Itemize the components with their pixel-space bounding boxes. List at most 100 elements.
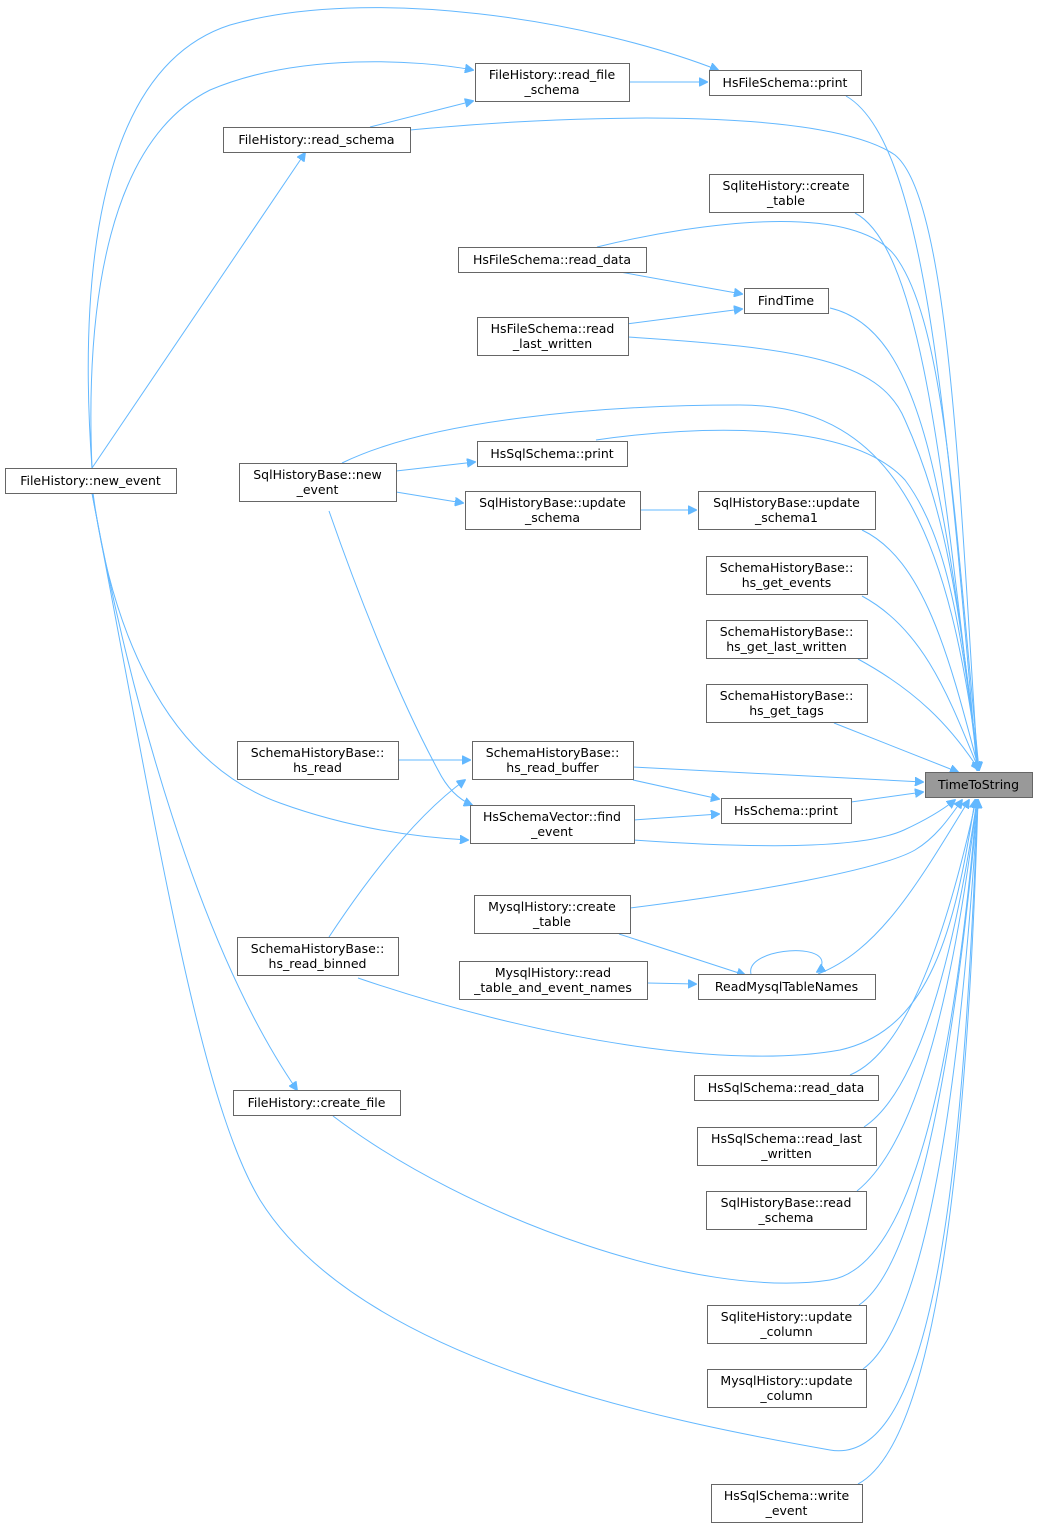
node-label: _event	[530, 824, 573, 839]
edge-fh-new-event-to-fh-read-schema	[91, 153, 305, 469]
edge-fh-new-event-to-fh-read-file-schema	[90, 61, 473, 469]
node-label: TimeToString	[937, 777, 1019, 792]
node-fh-new-event[interactable]: FileHistory::new_event	[5, 468, 177, 494]
node-box	[706, 684, 868, 723]
node-label: _table	[766, 193, 805, 208]
edge-shb-update-schema1-to-root	[861, 529, 979, 770]
node-box	[459, 961, 648, 1000]
node-label: SqlHistoryBase::read	[721, 1195, 852, 1210]
node-label: _event	[765, 1503, 808, 1518]
node-read-mysql-table-names[interactable]: ReadMysqlTableNames	[698, 974, 876, 1000]
node-box	[711, 1484, 863, 1523]
node-box	[706, 620, 868, 659]
node-shb-new-event[interactable]: SqlHistoryBase::new_event	[239, 463, 397, 502]
node-hss-write-event[interactable]: HsSqlSchema::write_event	[711, 1484, 863, 1523]
node-mysql-create-table[interactable]: MysqlHistory::create_table	[474, 895, 631, 934]
node-box	[5, 468, 177, 494]
edge-mysql-create-table-to-root	[629, 800, 962, 909]
node-label: HsSqlSchema::print	[490, 446, 613, 461]
edge-hfs-read-last-written-to-findtime	[625, 309, 742, 325]
node-box	[237, 937, 399, 976]
node-hsv-find-event[interactable]: HsSchemaVector::find_event	[470, 805, 635, 844]
node-hs-print[interactable]: HsSchema::print	[721, 798, 852, 824]
node-findtime[interactable]: FindTime	[744, 288, 829, 314]
node-label: hs_get_tags	[749, 703, 823, 718]
node-label: SchemaHistoryBase::	[720, 688, 854, 703]
node-fh-read-schema[interactable]: FileHistory::read_schema	[223, 127, 411, 153]
node-box	[477, 441, 628, 467]
node-schb-hs-get-tags[interactable]: SchemaHistoryBase::hs_get_tags	[706, 684, 868, 723]
node-label: SchemaHistoryBase::	[720, 624, 854, 639]
node-root[interactable]: TimeToString	[925, 772, 1033, 798]
node-label: hs_read_binned	[269, 956, 367, 971]
node-label: FindTime	[758, 293, 815, 308]
node-hfs-read-last-written[interactable]: HsFileSchema::read_last_written	[477, 317, 629, 356]
node-schb-hs-read-binned[interactable]: SchemaHistoryBase::hs_read_binned	[237, 937, 399, 976]
node-box	[709, 174, 864, 213]
node-box	[744, 288, 829, 314]
node-shb-read-schema[interactable]: SqlHistoryBase::read_schema	[706, 1191, 867, 1230]
node-label: ReadMysqlTableNames	[715, 979, 858, 994]
node-box	[706, 1191, 867, 1230]
node-box	[698, 491, 876, 530]
node-hss-print[interactable]: HsSqlSchema::print	[477, 441, 628, 467]
node-box	[707, 1305, 867, 1344]
node-schb-hs-get-last-written[interactable]: SchemaHistoryBase::hs_get_last_written	[706, 620, 868, 659]
node-schb-hs-read-buffer[interactable]: SchemaHistoryBase::hs_read_buffer	[472, 741, 634, 780]
edge-hfs-read-data-to-root	[596, 221, 979, 770]
edge-sqlite-update-column-to-root	[858, 800, 978, 1306]
node-box	[458, 247, 647, 273]
node-label: hs_read	[293, 760, 342, 775]
node-label: _schema	[524, 510, 580, 525]
node-label: _schema1	[754, 510, 818, 525]
edge-schb-hs-read-buffer-to-root	[632, 766, 923, 782]
edge-fh-new-event-to-hfs-print	[87, 7, 718, 469]
node-label: FileHistory::new_event	[20, 473, 161, 488]
node-label: HsSchemaVector::find	[483, 809, 621, 824]
node-fh-read-file-schema[interactable]: FileHistory::read_file_schema	[475, 63, 630, 102]
node-label: HsFileSchema::read	[491, 321, 615, 336]
node-schb-hs-read[interactable]: SchemaHistoryBase::hs_read	[237, 741, 399, 780]
node-label: MysqlHistory::read	[495, 965, 611, 980]
node-hss-read-last-written[interactable]: HsSqlSchema::read_last_written	[697, 1127, 877, 1166]
node-fh-create-file[interactable]: FileHistory::create_file	[233, 1090, 401, 1116]
node-hfs-read-data[interactable]: HsFileSchema::read_data	[458, 247, 647, 273]
node-label: _column	[759, 1388, 812, 1403]
node-mysql-read-table-event[interactable]: MysqlHistory::read_table_and_event_names	[459, 961, 648, 1000]
node-schb-hs-get-events[interactable]: SchemaHistoryBase::hs_get_events	[706, 556, 868, 595]
node-label: SqlHistoryBase::update	[713, 495, 860, 510]
node-sqlite-update-column[interactable]: SqliteHistory::update_column	[707, 1305, 867, 1344]
node-hfs-print[interactable]: HsFileSchema::print	[709, 70, 862, 96]
node-label: HsFileSchema::read_data	[473, 252, 631, 267]
node-label: FileHistory::read_schema	[238, 132, 394, 147]
node-box	[465, 491, 641, 530]
node-label: SchemaHistoryBase::	[251, 745, 385, 760]
edge-mysql-read-table-event-to-read-mysql-table-names	[646, 983, 696, 984]
edge-hsv-find-event-to-hs-print	[633, 814, 719, 821]
node-mysql-update-column[interactable]: MysqlHistory::update_column	[707, 1369, 867, 1408]
node-box	[707, 1369, 867, 1408]
node-hss-read-data[interactable]: HsSqlSchema::read_data	[694, 1075, 879, 1101]
nodes: TimeToStringFileHistory::new_eventFileHi…	[5, 63, 1033, 1523]
node-sqlite-create-table[interactable]: SqliteHistory::create_table	[709, 174, 864, 213]
node-label: FileHistory::read_file	[489, 67, 616, 82]
node-box	[233, 1090, 401, 1116]
node-label: SchemaHistoryBase::	[251, 941, 385, 956]
edge-hss-read-last-written-to-root	[863, 800, 977, 1128]
node-label: SqlHistoryBase::new	[253, 467, 382, 482]
edge-hfs-read-last-written-to-root	[627, 336, 979, 770]
node-label: _last_written	[512, 336, 592, 351]
node-label: _event	[296, 482, 339, 497]
node-box	[709, 70, 862, 96]
node-label: HsSqlSchema::write	[724, 1488, 850, 1503]
edge-fh-new-event-to-fh-create-file	[91, 492, 297, 1090]
edge-schb-hs-get-tags-to-root	[833, 722, 958, 772]
node-shb-update-schema[interactable]: SqlHistoryBase::update_schema	[465, 491, 641, 530]
node-shb-update-schema1[interactable]: SqlHistoryBase::update_schema1	[698, 491, 876, 530]
node-box	[697, 1127, 877, 1166]
node-label: _table	[532, 914, 571, 929]
edge-shb-new-event-to-root	[341, 404, 979, 770]
node-box	[474, 895, 631, 934]
edge-shb-new-event-to-hss-print	[395, 462, 475, 472]
